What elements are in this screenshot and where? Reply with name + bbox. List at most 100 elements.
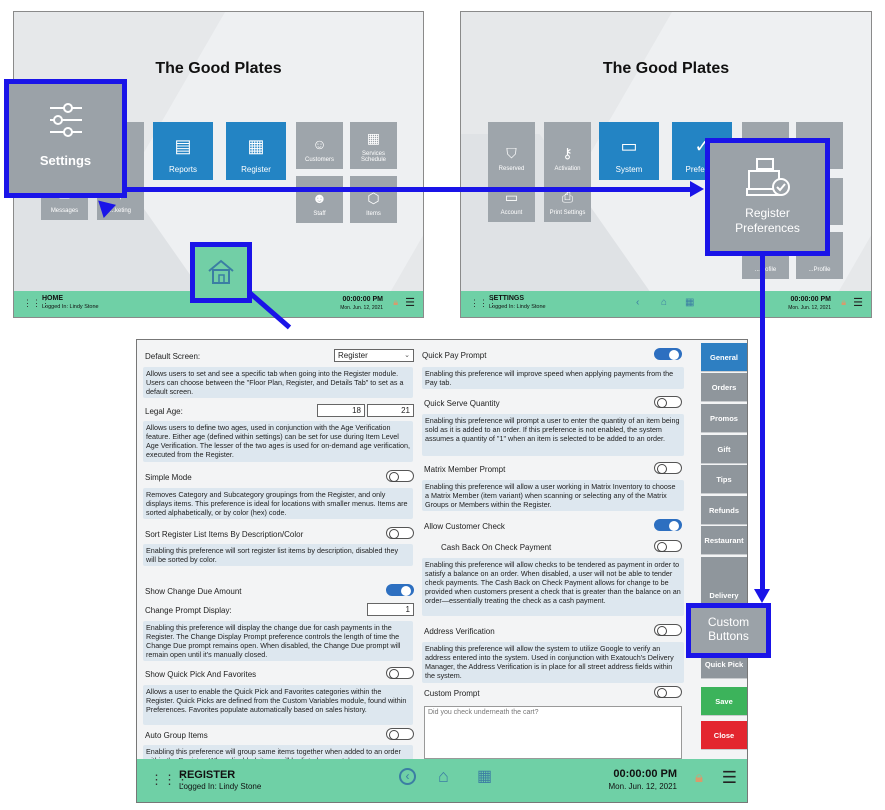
- tile-customers[interactable]: ☺ Customers: [296, 122, 343, 169]
- cash-back-toggle[interactable]: [654, 540, 682, 552]
- callout-settings: Settings: [4, 79, 127, 198]
- callout-custom-buttons: Custom Buttons: [686, 603, 771, 658]
- lock-icon[interactable]: 🔒︎: [695, 769, 703, 786]
- legal-age-label: Legal Age:: [145, 407, 183, 416]
- tile-items[interactable]: ⬡ Items: [350, 176, 397, 223]
- lock-icon[interactable]: 🔒︎: [841, 297, 846, 307]
- matrix-member-desc: Enabling this preference will allow a us…: [422, 480, 684, 511]
- tab-refunds[interactable]: Refunds: [701, 496, 747, 525]
- allow-check-label: Allow Customer Check: [424, 522, 505, 531]
- tab-promos[interactable]: Promos: [701, 404, 747, 433]
- sort-register-toggle[interactable]: [386, 527, 414, 539]
- menu-icon[interactable]: ☰: [721, 768, 737, 787]
- quick-serve-toggle[interactable]: [654, 396, 682, 408]
- tab-general[interactable]: General: [701, 343, 747, 372]
- tile-staff[interactable]: ☻ Staff: [296, 176, 343, 223]
- quick-pay-toggle[interactable]: [654, 348, 682, 360]
- quick-pay-label: Quick Pay Prompt: [422, 351, 487, 360]
- grid-icon[interactable]: ⋮⋮⋮: [23, 298, 50, 308]
- chevron-down-icon: ⌄: [404, 352, 410, 359]
- tile-account[interactable]: ▭ Account: [488, 178, 535, 222]
- home-screen-screenshot: The Good Plates ▤ Reports ▦ Register ☺ C…: [13, 11, 424, 318]
- legal-age-input-a[interactable]: 18: [317, 404, 365, 417]
- grid-icon[interactable]: ⋮⋮⋮: [150, 772, 189, 787]
- clock-time: 00:00:00 PM: [613, 768, 677, 780]
- tile-services-schedule[interactable]: ▦ Services Schedule: [350, 122, 397, 169]
- simple-mode-label: Simple Mode: [145, 473, 192, 482]
- tab-gift[interactable]: Gift: [701, 435, 747, 464]
- matrix-member-toggle[interactable]: [654, 462, 682, 474]
- tile-print-settings[interactable]: ⎙ Print Settings: [544, 178, 591, 222]
- tile-system[interactable]: ▭ System: [599, 122, 659, 180]
- menu-icon[interactable]: ☰: [405, 297, 415, 309]
- register-preferences-panel: Default Screen: Register ⌄ Allows users …: [136, 339, 748, 803]
- home-title: The Good Plates: [155, 60, 282, 77]
- cash-back-label: Cash Back On Check Payment: [441, 543, 552, 552]
- register-icon[interactable]: ▦: [685, 297, 695, 308]
- arrow-preferences-to-custom: [760, 256, 765, 594]
- quick-serve-desc: Enabling this preference will prompt a u…: [422, 414, 684, 456]
- arrowhead-right: [690, 181, 704, 197]
- quick-pay-desc: Enabling this preference will improve sp…: [422, 367, 684, 389]
- show-change-due-label: Show Change Due Amount: [145, 587, 242, 596]
- printer-icon: ⎙: [561, 189, 574, 205]
- allow-check-toggle[interactable]: [654, 519, 682, 531]
- calendar-icon: ▦: [366, 130, 381, 146]
- save-button[interactable]: Save: [701, 687, 747, 716]
- quick-pick-desc: Allows a user to enable the Quick Pick a…: [143, 685, 413, 725]
- monitor-icon: ▭: [620, 136, 638, 156]
- address-verification-desc: Enabling this preference will allow the …: [422, 642, 684, 683]
- legal-age-desc: Allows users to define two ages, used in…: [143, 421, 413, 462]
- callout-register-preferences-label: Register Preferences: [735, 206, 800, 235]
- customers-icon: ☺: [312, 136, 327, 152]
- key-icon: ⚷: [562, 145, 573, 161]
- close-button[interactable]: Close: [701, 721, 747, 750]
- lock-icon[interactable]: 🔒︎: [393, 297, 398, 307]
- tile-register[interactable]: ▦ Register: [226, 122, 286, 180]
- simple-mode-desc: Removes Category and Subcategory groupin…: [143, 488, 413, 519]
- show-change-due-toggle[interactable]: [386, 584, 414, 596]
- tab-orders[interactable]: Orders: [701, 373, 747, 402]
- callout-settings-label: Settings: [39, 153, 92, 168]
- quick-pick-label: Show Quick Pick And Favorites: [145, 670, 257, 679]
- matrix-member-label: Matrix Member Prompt: [424, 465, 506, 474]
- auto-group-toggle[interactable]: [386, 728, 414, 740]
- staff-icon: ☻: [312, 190, 327, 206]
- sort-register-label: Sort Register List Items By Description/…: [145, 530, 304, 539]
- tile-reserved[interactable]: ⛉ Reserved: [488, 122, 535, 178]
- tile-activation[interactable]: ⚷ Activation: [544, 122, 591, 178]
- address-verification-toggle[interactable]: [654, 624, 682, 636]
- simple-mode-toggle[interactable]: [386, 470, 414, 482]
- home-icon[interactable]: ⌂: [438, 766, 449, 786]
- settings-bottom-bar: ⋮⋮⋮ SETTINGS Logged In: Lindy Stone ‹ ⌂ …: [461, 291, 871, 317]
- tile-reports[interactable]: ▤ Reports: [153, 122, 213, 180]
- register-bottom-bar: ⋮⋮⋮ REGISTER Logged In: Lindy Stone ‹ ⌂ …: [137, 759, 747, 802]
- shield-icon: ⛉: [506, 145, 517, 161]
- logged-in-user: Logged In: Lindy Stone: [179, 782, 262, 791]
- back-icon[interactable]: ‹: [636, 297, 640, 308]
- sliders-icon: [49, 103, 82, 137]
- home-icon[interactable]: ⌂: [661, 297, 668, 308]
- arrowhead-down: [754, 589, 770, 603]
- change-prompt-input[interactable]: 1: [367, 603, 414, 616]
- quick-pick-toggle[interactable]: [386, 667, 414, 679]
- register-check-icon: [745, 158, 790, 196]
- register-icon[interactable]: ▦: [477, 768, 493, 785]
- custom-prompt-toggle[interactable]: [654, 686, 682, 698]
- tab-tips[interactable]: Tips: [701, 465, 747, 494]
- custom-prompt-label: Custom Prompt: [424, 689, 480, 698]
- reports-icon: ▤: [174, 136, 192, 156]
- menu-icon[interactable]: ☰: [853, 297, 863, 309]
- legal-age-input-b[interactable]: 21: [367, 404, 414, 417]
- auto-group-label: Auto Group Items: [145, 731, 208, 740]
- back-icon[interactable]: ‹: [399, 768, 416, 785]
- items-icon: ⬡: [367, 190, 380, 206]
- tab-restaurant[interactable]: Restaurant: [701, 526, 747, 555]
- settings-title: The Good Plates: [602, 60, 730, 77]
- default-screen-label: Default Screen:: [145, 352, 201, 361]
- default-screen-select[interactable]: Register ⌄: [334, 349, 414, 362]
- grid-icon[interactable]: ⋮⋮⋮: [470, 298, 497, 308]
- sort-register-desc: Enabling this preference will sort regis…: [143, 544, 413, 566]
- custom-prompt-textarea[interactable]: Did you check underneath the cart?: [424, 706, 682, 759]
- change-prompt-label: Change Prompt Display:: [145, 606, 232, 615]
